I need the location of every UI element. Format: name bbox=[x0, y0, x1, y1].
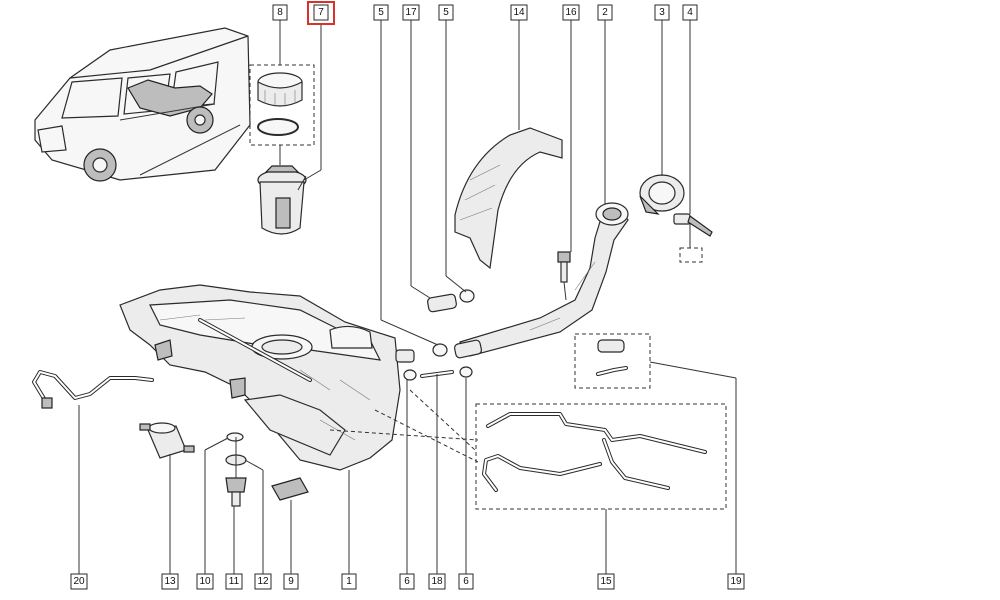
breather-hose-group bbox=[574, 333, 651, 389]
top-callouts: 8 7 5 17 5 14 16 2 bbox=[272, 1, 698, 25]
connector-lines bbox=[329, 389, 479, 463]
callout-leaders bbox=[78, 20, 737, 574]
callout-10: 10 bbox=[196, 573, 214, 590]
svg-text:19: 19 bbox=[730, 576, 742, 587]
svg-text:20: 20 bbox=[73, 576, 85, 587]
callout-5-top: 5 bbox=[373, 4, 389, 21]
bottom-callouts: 20 13 10 11 12 9 1 6 bbox=[70, 573, 745, 590]
callout-3: 3 bbox=[654, 4, 670, 21]
callout-19: 19 bbox=[727, 573, 745, 590]
callout-2: 2 bbox=[597, 4, 613, 21]
svg-text:7: 7 bbox=[318, 7, 324, 18]
svg-text:17: 17 bbox=[405, 7, 417, 18]
callout-8: 8 bbox=[272, 4, 288, 21]
svg-text:8: 8 bbox=[277, 7, 283, 18]
fuel-tank bbox=[119, 284, 415, 471]
svg-text:1: 1 bbox=[346, 576, 352, 587]
svg-text:3: 3 bbox=[659, 7, 665, 18]
callout-9: 9 bbox=[283, 573, 299, 590]
heat-shield bbox=[454, 127, 563, 270]
cap-screw bbox=[673, 213, 713, 263]
svg-text:15: 15 bbox=[600, 576, 612, 587]
mounting-hardware bbox=[225, 432, 247, 507]
callout-13: 13 bbox=[161, 573, 179, 590]
fuel-cap bbox=[639, 174, 685, 215]
callout-20: 20 bbox=[70, 573, 88, 590]
fuel-filter bbox=[139, 422, 195, 459]
callout-4: 4 bbox=[682, 4, 698, 21]
svg-text:6: 6 bbox=[463, 576, 469, 587]
svg-text:9: 9 bbox=[288, 576, 294, 587]
callout-14: 14 bbox=[510, 4, 528, 21]
svg-text:10: 10 bbox=[199, 576, 211, 587]
callout-6-right: 6 bbox=[458, 573, 474, 590]
connection-hoses bbox=[403, 289, 483, 381]
fuel-lines-group bbox=[475, 403, 727, 510]
callout-11: 11 bbox=[225, 573, 243, 590]
svg-text:11: 11 bbox=[229, 576, 240, 587]
callout-18: 18 bbox=[428, 573, 446, 590]
callout-7-highlighted: 7 bbox=[307, 1, 335, 25]
svg-text:4: 4 bbox=[687, 7, 693, 18]
callout-17: 17 bbox=[402, 4, 420, 21]
svg-text:14: 14 bbox=[513, 7, 525, 18]
svg-text:16: 16 bbox=[565, 7, 577, 18]
callout-5-second: 5 bbox=[438, 4, 454, 21]
svg-text:18: 18 bbox=[431, 576, 443, 587]
callout-15: 15 bbox=[597, 573, 615, 590]
pump-seal-group bbox=[249, 64, 315, 146]
fuel-pump-sender bbox=[257, 165, 307, 235]
filler-bolt bbox=[557, 251, 571, 301]
callout-12: 12 bbox=[254, 573, 272, 590]
svg-text:6: 6 bbox=[404, 576, 410, 587]
svg-text:12: 12 bbox=[257, 576, 269, 587]
callout-6-left: 6 bbox=[399, 573, 415, 590]
callout-1: 1 bbox=[341, 573, 357, 590]
feed-pipe bbox=[32, 370, 154, 409]
callout-16: 16 bbox=[562, 4, 580, 21]
svg-text:13: 13 bbox=[164, 576, 176, 587]
svg-text:5: 5 bbox=[443, 7, 449, 18]
vehicle-illustration bbox=[34, 27, 251, 182]
svg-text:2: 2 bbox=[602, 7, 608, 18]
svg-text:5: 5 bbox=[378, 7, 384, 18]
rubber-pad bbox=[271, 477, 309, 501]
